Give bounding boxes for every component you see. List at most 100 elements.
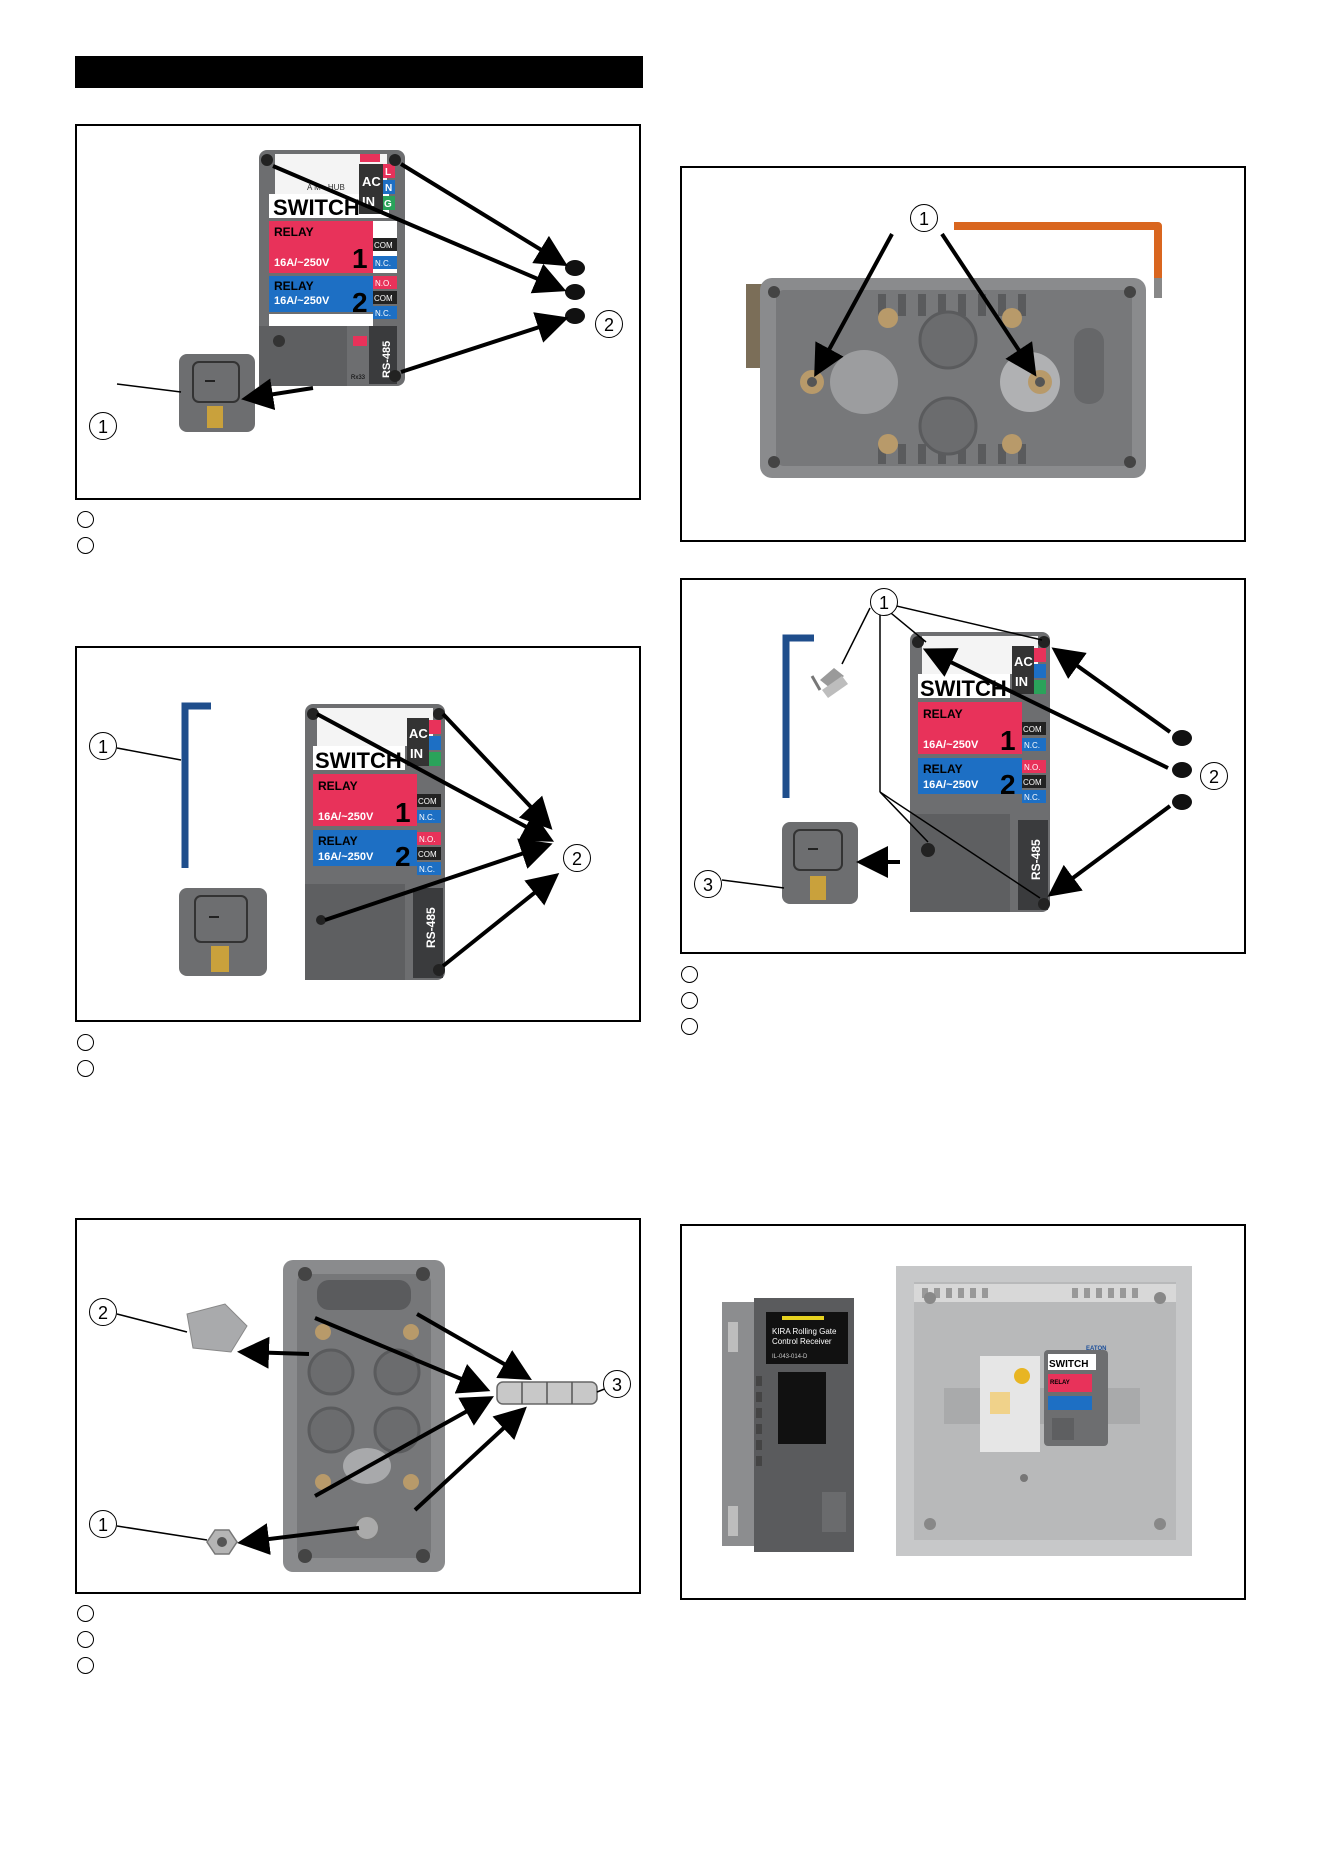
enclosure-with-din-rail: SWITCH RELAY EATON: [896, 1266, 1192, 1556]
figure-2-panel: SWITCH AC IN RELAY 16A/~250V 1 COM N.C. …: [75, 646, 641, 1022]
figure-3-callout-1: 1: [89, 1510, 117, 1538]
relay-1-rating: 16A/~250V: [274, 257, 330, 269]
section-header-bar: [75, 56, 643, 88]
rs485-label: RS-485: [1029, 839, 1043, 880]
figure-5-drawing: SWITCH AC IN RELAY 16A/~250V 1 COM N.C. …: [721, 603, 1192, 912]
mini-relay-label: RELAY: [1050, 1380, 1070, 1386]
relay-2-label: RELAY: [318, 834, 358, 848]
product-name: SWITCH: [920, 676, 1007, 701]
figure-3-arrows: [237, 1312, 532, 1555]
figure-5-legend-1: [681, 966, 698, 983]
relay-1-com: COM: [418, 797, 437, 806]
screw-3: [1172, 794, 1192, 810]
figure-2-drawing: SWITCH AC IN RELAY 16A/~250V 1 COM N.C. …: [116, 702, 560, 980]
usb-cap: [179, 354, 255, 432]
figure-5-legend-2: [681, 992, 698, 1009]
relay-2-nc: N.C.: [419, 865, 435, 874]
rx-label: Rx33: [351, 375, 366, 381]
figure-3-drawing: [116, 1260, 608, 1572]
figure-3-legend-3: [77, 1657, 94, 1674]
allen-key-blue: [181, 702, 211, 868]
mini-switch-module: SWITCH RELAY: [1044, 1350, 1108, 1446]
relay-2-no: N.O.: [1024, 763, 1040, 772]
enclosure-vertical: [283, 1260, 445, 1572]
relay-1-com: COM: [374, 241, 393, 250]
figure-5-legend-3: [681, 1018, 698, 1035]
relay-2-label: RELAY: [274, 279, 314, 293]
receiver-subtitle: Control Receiver: [772, 1337, 832, 1346]
figure-5-callout-2: 2: [1200, 762, 1228, 790]
enclosure-horizontal: [746, 278, 1146, 478]
relay-1-nc: N.C.: [419, 813, 435, 822]
relay-2-nc: N.C.: [375, 309, 391, 318]
figure-1-callout-1: 1: [89, 412, 117, 440]
g-label: G: [384, 199, 392, 210]
figure-5-arrows: [856, 647, 1172, 897]
small-screws: [810, 668, 848, 698]
relay-2-number: 2: [395, 841, 411, 872]
relay-1-number: 1: [352, 243, 368, 274]
relay-2-com: COM: [374, 294, 393, 303]
figure-2-arrows: [316, 712, 560, 968]
relay-1-label: RELAY: [318, 779, 358, 793]
relay-1-number: 1: [395, 797, 411, 828]
relay-1-rating: 16A/~250V: [318, 811, 374, 823]
figure-5-panel: SWITCH AC IN RELAY 16A/~250V 1 COM N.C. …: [680, 578, 1246, 954]
figure-4-drawing: [746, 222, 1162, 478]
screw-2: [565, 284, 585, 300]
switch-module: SWITCH AC IN RELAY 16A/~250V 1 COM N.C. …: [910, 632, 1050, 912]
usb-cap: [782, 822, 858, 904]
in-label: IN: [410, 746, 423, 761]
figure-2-legend-1: [77, 1034, 94, 1051]
product-name: SWITCH: [273, 195, 360, 220]
relay-2-rating: 16A/~250V: [274, 295, 330, 307]
relay-1-label: RELAY: [274, 225, 314, 239]
relay-2-rating: 16A/~250V: [923, 779, 979, 791]
allen-key-orange: [954, 222, 1162, 296]
figure-1-callout-2: 2: [595, 310, 623, 338]
relay-2-com: COM: [418, 850, 437, 859]
relay-1-com: COM: [1023, 725, 1042, 734]
relay-2-nc: N.C.: [1024, 793, 1040, 802]
screw-1: [1172, 730, 1192, 746]
seal-cover: [186, 1303, 248, 1353]
screw-3: [565, 308, 585, 324]
relay-2-no: N.O.: [375, 279, 391, 288]
figure-6-panel: KIRA Rolling Gate Control Receiver IL-04…: [680, 1224, 1246, 1600]
relay-2-number: 2: [1000, 769, 1016, 800]
switch-module: SWITCH AC IN RELAY 16A/~250V 1 COM N.C. …: [305, 704, 445, 980]
figure-5-callout-3: 3: [694, 870, 722, 898]
relay-1-nc: N.C.: [1024, 741, 1040, 750]
figure-2-legend-2: [77, 1060, 94, 1077]
relay-2-number: 2: [352, 287, 368, 318]
figure-4-callout-1: 1: [910, 204, 938, 232]
relay-1-rating: 16A/~250V: [923, 739, 979, 751]
breaker-brand: EATON: [1086, 1346, 1106, 1352]
figure-1-panel: SWITCH A M - HUB AC IN L N G RELAY 16A/~…: [75, 124, 641, 500]
ac-label: AC: [362, 174, 381, 189]
figure-1-arrows: [241, 162, 569, 411]
usb-cap: [179, 888, 267, 976]
switch-module: SWITCH A M - HUB AC IN L N G RELAY 16A/~…: [259, 150, 405, 386]
relay-1-number: 1: [1000, 725, 1016, 756]
figure-3-callout-3: 3: [603, 1370, 631, 1398]
relay-2-rating: 16A/~250V: [318, 851, 374, 863]
rs485-label: RS-485: [424, 907, 438, 948]
receiver-code: IL-043-014-D: [772, 1354, 808, 1360]
figure-5-callout-1: 1: [870, 588, 898, 616]
relay-1-label: RELAY: [923, 707, 963, 721]
figure-3-legend-2: [77, 1631, 94, 1648]
figure-2-callout-2: 2: [563, 844, 591, 872]
relay-2-label: RELAY: [923, 762, 963, 776]
figure-1-legend-1: [77, 511, 94, 528]
ac-label: AC: [1014, 654, 1033, 669]
screw-1: [565, 260, 585, 276]
receiver-module-side: KIRA Rolling Gate Control Receiver IL-04…: [722, 1298, 854, 1552]
mini-switch-label: SWITCH: [1049, 1359, 1088, 1370]
figure-1-legend-2: [77, 537, 94, 554]
allen-key-blue: [782, 634, 814, 798]
screw-2: [1172, 762, 1192, 778]
figure-1-drawing: SWITCH A M - HUB AC IN L N G RELAY 16A/~…: [116, 150, 585, 432]
in-label: IN: [1015, 674, 1028, 689]
rs485-label: RS-485: [381, 341, 393, 378]
